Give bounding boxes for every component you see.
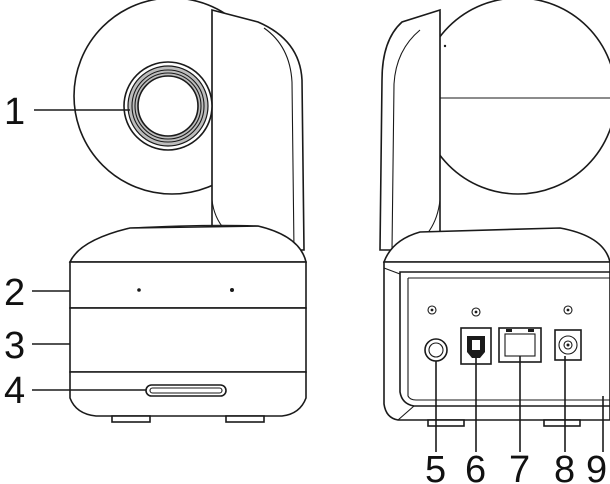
callout-leaders — [32, 109, 604, 452]
callout-1: 1 — [4, 91, 25, 133]
front-foot-right — [225, 415, 265, 423]
rear-base-dome — [382, 227, 610, 263]
front-tally-light — [145, 384, 227, 397]
front-yoke-arm — [211, 8, 305, 251]
callout-5: 5 — [425, 449, 446, 484]
rear-yoke-arm — [379, 8, 441, 251]
rear-screw-middle — [471, 307, 481, 317]
front-base-dome — [68, 225, 308, 263]
callout-9: 9 — [586, 449, 607, 484]
rear-camera-head — [419, 0, 610, 195]
front-ir-sensor — [230, 288, 234, 292]
rear-port-5-round — [424, 338, 448, 362]
callout-6: 6 — [465, 449, 486, 484]
rear-foot-right — [543, 419, 581, 427]
front-middle-band — [69, 307, 307, 373]
rear-screw-right — [563, 305, 573, 315]
callout-2: 2 — [4, 272, 25, 314]
rear-screw-left — [427, 305, 437, 315]
callout-7: 7 — [509, 449, 530, 484]
callout-4: 4 — [4, 370, 25, 412]
callout-8: 8 — [554, 449, 575, 484]
callout-numbers: 1 2 3 4 5 6 7 8 9 — [4, 91, 607, 484]
rear-foot-left — [427, 419, 465, 427]
front-mic-hole-left — [137, 288, 141, 292]
front-view-camera — [68, 0, 308, 423]
front-foot-left — [111, 415, 151, 423]
front-lens-glass — [137, 75, 199, 137]
callout-3: 3 — [4, 325, 25, 367]
front-upper-band — [69, 261, 307, 309]
rear-view-camera — [379, 0, 610, 427]
